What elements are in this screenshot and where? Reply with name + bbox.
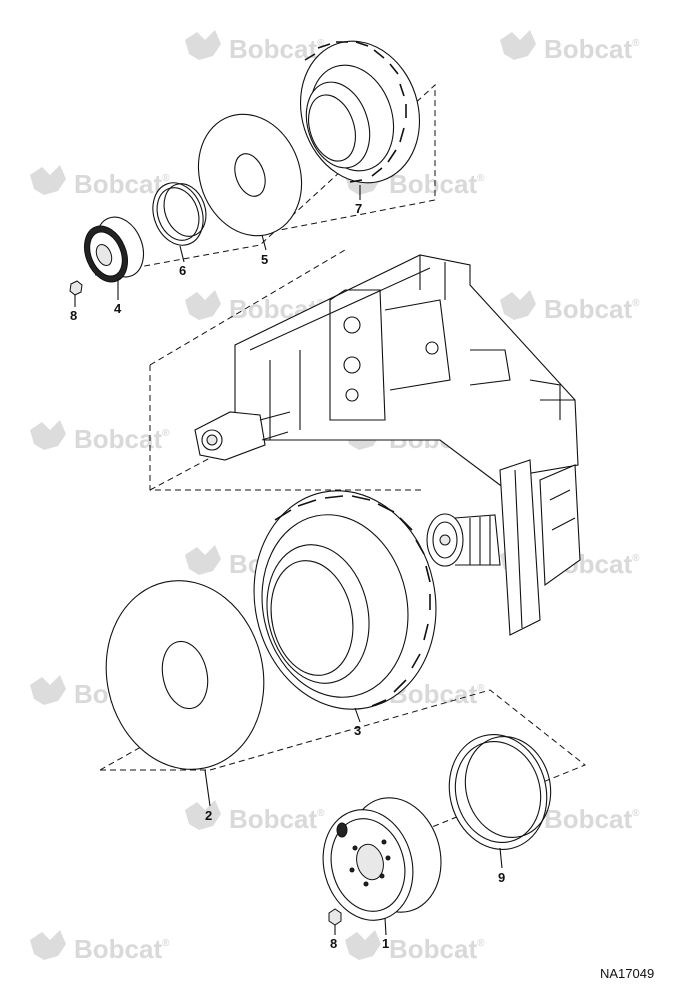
registered-mark: ® <box>632 553 640 564</box>
registered-mark: ® <box>632 38 640 49</box>
bobcat-logo-icon <box>185 545 221 575</box>
lug-nut-8-lower <box>328 908 342 926</box>
callout-2: 2 <box>205 808 212 823</box>
bobcat-logo-icon <box>30 165 66 195</box>
watermark: Bobcat® <box>185 30 325 64</box>
callout-8-upper: 8 <box>70 308 77 323</box>
bobcat-logo-icon <box>185 290 221 320</box>
callout-7: 7 <box>355 201 362 216</box>
hub-motor <box>426 513 501 567</box>
watermark-text: Bobcat® <box>544 294 640 324</box>
callout-6: 6 <box>179 263 186 278</box>
upper-wheel-assembly <box>69 40 421 296</box>
watermark: Bobcat® <box>345 930 485 964</box>
watermark-text: Bobcat® <box>229 804 325 834</box>
bobcat-logo-icon <box>30 675 66 705</box>
registered-mark: ® <box>162 938 170 949</box>
watermark: Bobcat® <box>30 165 170 199</box>
rim-1 <box>322 797 442 921</box>
registered-mark: ® <box>477 173 485 184</box>
watermark: Bobcat® <box>30 420 170 454</box>
registered-mark: ® <box>317 38 325 49</box>
tire-3 <box>253 490 437 710</box>
watermark: Bobcat® <box>500 30 640 64</box>
watermark: Bobcat® <box>185 800 325 834</box>
rim-ring-6 <box>152 182 207 246</box>
callout-4: 4 <box>114 301 122 316</box>
registered-mark: ® <box>477 938 485 949</box>
tube-5-hole <box>234 153 266 197</box>
bobcat-logo-icon <box>30 930 66 960</box>
registered-mark: ® <box>317 808 325 819</box>
tire-7 <box>299 40 421 184</box>
registered-mark: ® <box>477 683 485 694</box>
watermark-text: Bobcat® <box>74 424 170 454</box>
bobcat-logo-icon <box>30 420 66 450</box>
leader-lines <box>74 185 503 936</box>
callout-9: 9 <box>498 870 505 885</box>
watermark-text: Bobcat® <box>74 934 170 964</box>
watermark: Bobcat® <box>30 930 170 964</box>
rim-4 <box>84 216 145 283</box>
registered-mark: ® <box>632 808 640 819</box>
bobcat-logo-icon <box>500 30 536 60</box>
watermark-text: Bobcat® <box>389 934 485 964</box>
bobcat-logo-icon <box>185 30 221 60</box>
lug-nut-8-upper <box>69 280 83 296</box>
watermark-text: Bobcat® <box>229 34 325 64</box>
bobcat-logo-icon <box>345 930 381 960</box>
callout-5: 5 <box>261 252 268 267</box>
callout-8-lower: 8 <box>330 936 337 951</box>
callout-3: 3 <box>354 723 361 738</box>
watermark-text: Bobcat® <box>389 169 485 199</box>
watermark-text: Bobcat® <box>544 804 640 834</box>
lower-wheel-assembly <box>105 490 552 926</box>
bobcat-logo-icon <box>500 290 536 320</box>
callouts: 7 5 6 4 8 3 2 9 8 1 <box>70 201 505 951</box>
rim-ring-9 <box>448 734 552 850</box>
watermark: Bobcat® <box>500 290 640 324</box>
upper-wheel-guide <box>94 83 436 276</box>
registered-mark: ® <box>162 428 170 439</box>
bobcat-logo-icon <box>185 800 221 830</box>
chassis-frame <box>194 254 581 636</box>
watermark-text: Bobcat® <box>74 169 170 199</box>
tube-2-hole <box>161 640 209 710</box>
registered-mark: ® <box>162 173 170 184</box>
watermark-text: Bobcat® <box>544 34 640 64</box>
registered-mark: ® <box>632 298 640 309</box>
figure-id: NA17049 <box>600 966 654 981</box>
callout-1: 1 <box>382 936 389 951</box>
